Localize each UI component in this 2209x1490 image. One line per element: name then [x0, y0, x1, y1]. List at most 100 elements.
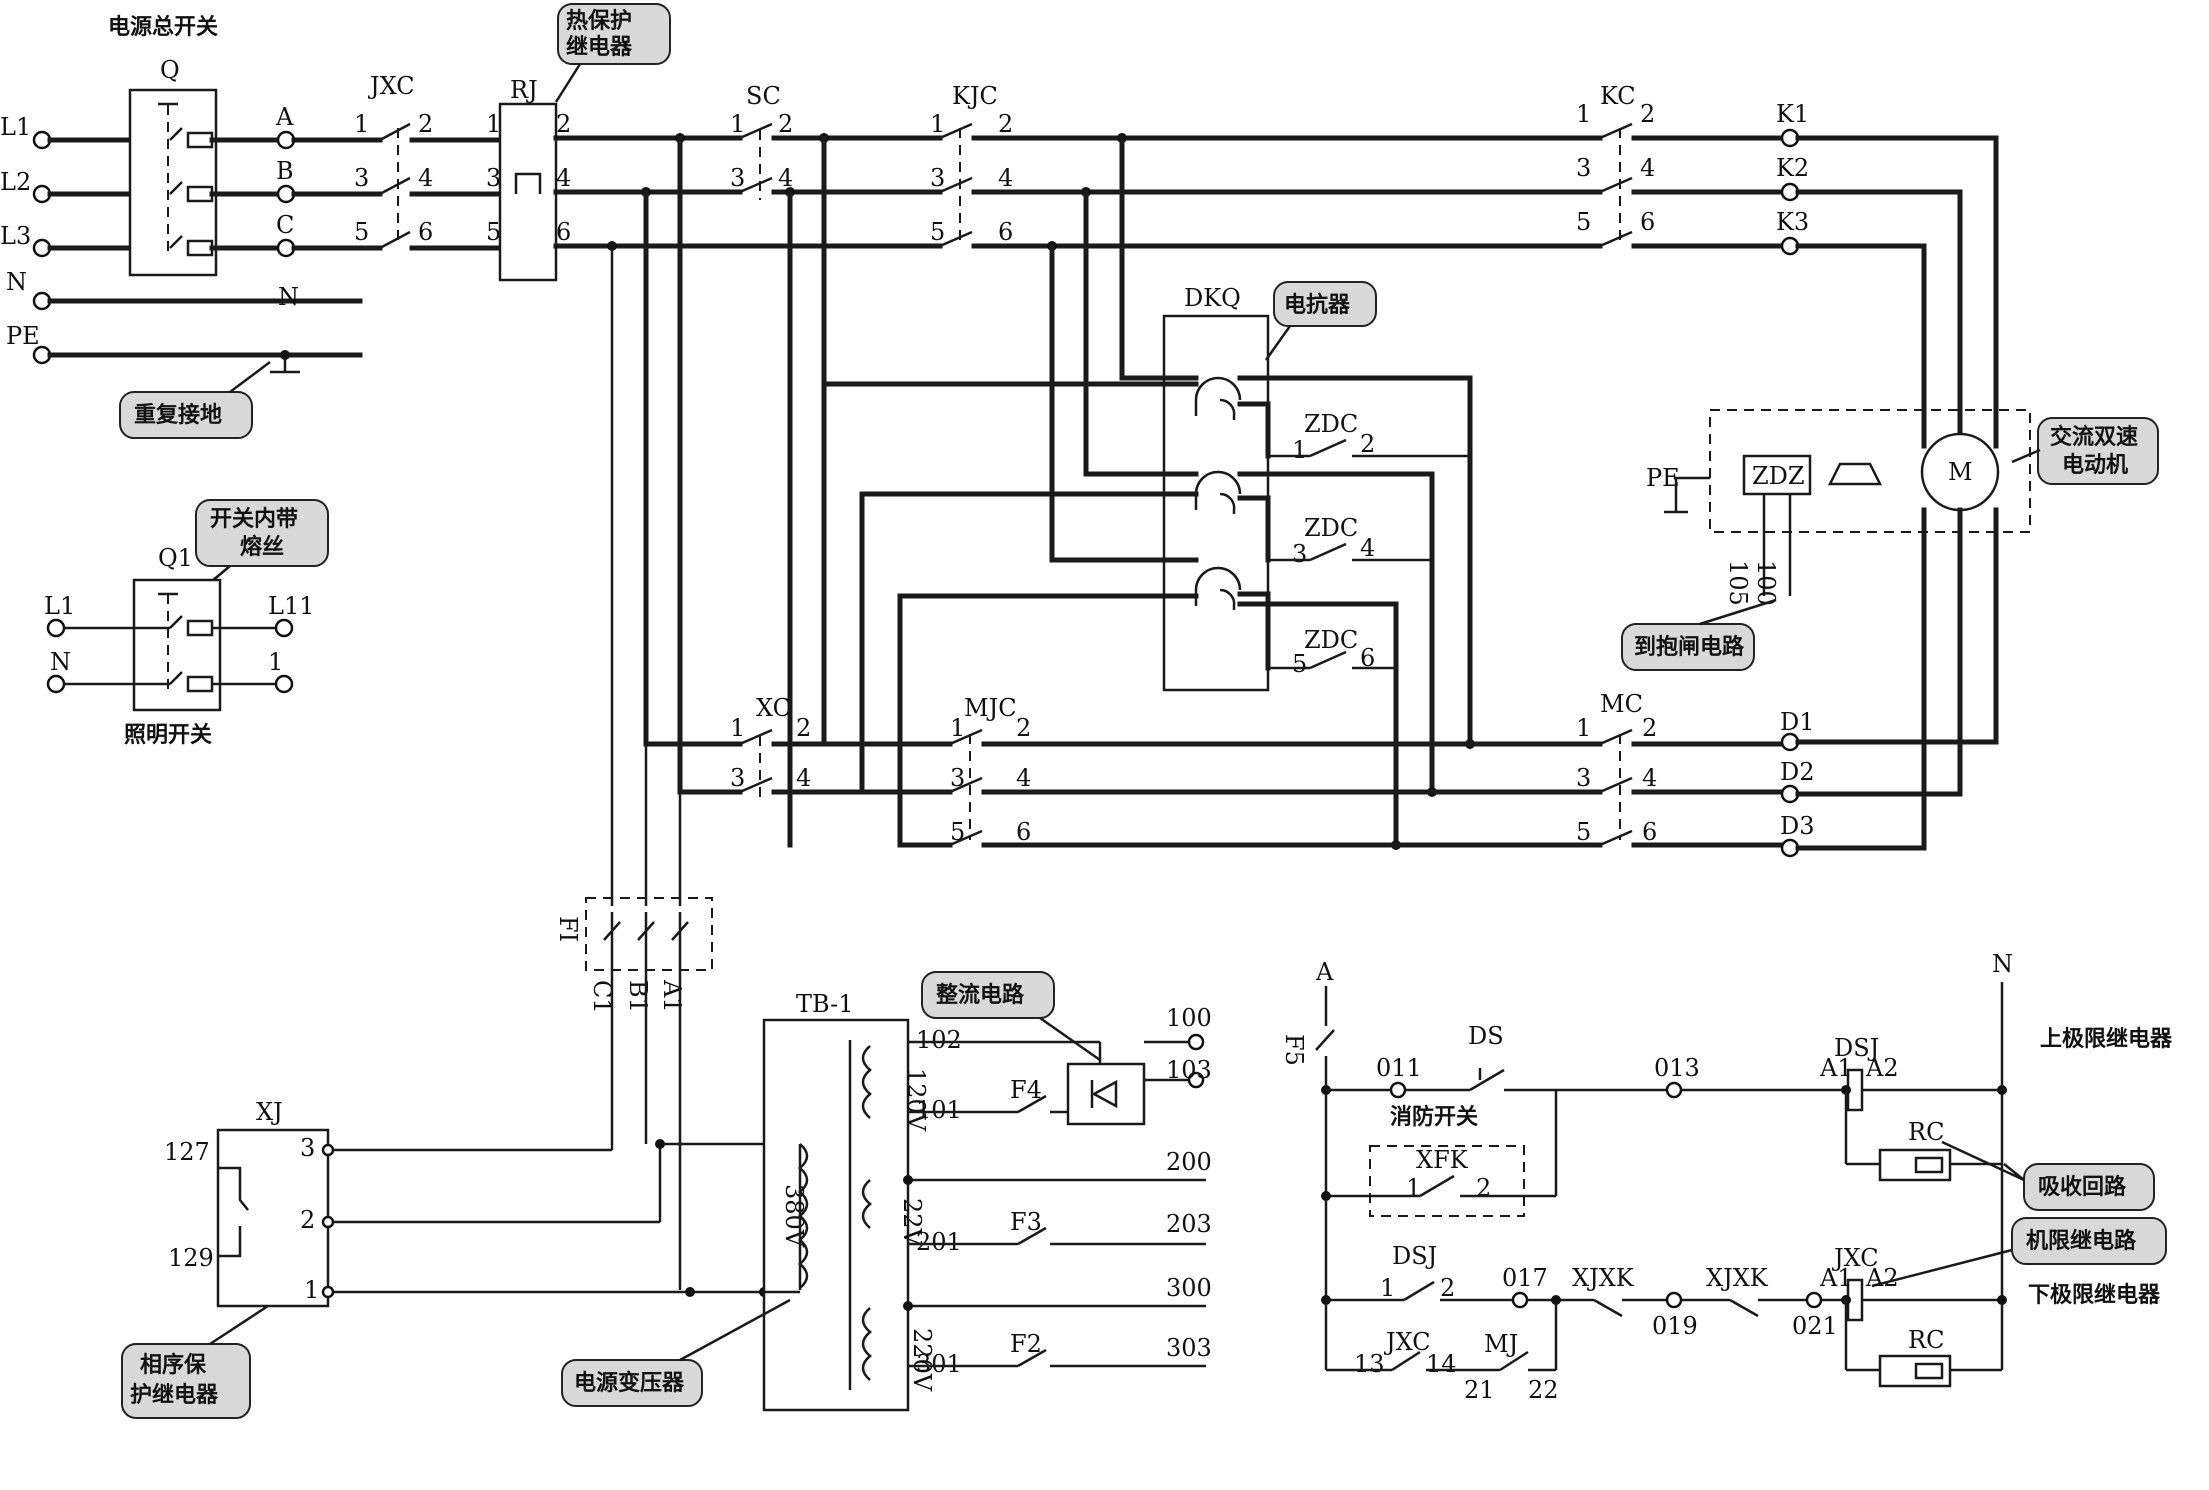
svg-text:L11: L11 [268, 592, 314, 620]
svg-text:D2: D2 [1780, 758, 1815, 786]
svg-text:3: 3 [930, 164, 945, 192]
svg-text:6: 6 [998, 218, 1013, 246]
svg-text:RC: RC [1908, 1118, 1944, 1146]
svg-text:22: 22 [1528, 1376, 1559, 1404]
label-zdc-2: ZDC [1304, 514, 1358, 542]
svg-text:2: 2 [1440, 1274, 1455, 1302]
label-mjc: MJC [964, 694, 1017, 722]
svg-text:A2: A2 [1865, 1264, 1899, 1292]
svg-text:5: 5 [930, 218, 945, 246]
label-kc: KC [1600, 82, 1636, 110]
label-dkq: DKQ [1184, 284, 1241, 312]
lighting-switch-label: 照明开关 [124, 723, 212, 748]
svg-text:2: 2 [556, 110, 571, 138]
svg-text:RC: RC [1908, 1326, 1944, 1354]
svg-text:A2: A2 [1865, 1054, 1899, 1082]
svg-text:4: 4 [1360, 534, 1375, 562]
callout-ac-motor: 交流双速 电动机 [2011, 417, 2159, 485]
callout-reactor: 电抗器 [1264, 281, 1377, 361]
reactor-dkq: DKQ [821, 284, 1271, 848]
label-l3: L3 [0, 222, 31, 250]
svg-text:3: 3 [950, 764, 965, 792]
svg-text:1: 1 [930, 110, 945, 138]
svg-text:A1: A1 [1819, 1054, 1853, 1082]
label-c: C [276, 211, 294, 239]
svg-text:机限继电路: 机限继电路 [2026, 1228, 2137, 1254]
svg-text:XJXK: XJXK [1572, 1264, 1635, 1292]
svg-text:5: 5 [486, 218, 501, 246]
svg-text:6: 6 [1640, 208, 1655, 236]
contactor-jxc: JXC 1 2 3 4 5 6 [291, 72, 503, 251]
label-pe: PE [6, 322, 40, 350]
svg-text:2: 2 [1476, 1174, 1491, 1202]
svg-text:消防开关: 消防开关 [1390, 1105, 1478, 1130]
svg-text:5: 5 [950, 818, 965, 846]
svg-text:F2: F2 [1010, 1330, 1042, 1358]
callout-rectifier: 整流电路 [921, 971, 1101, 1062]
svg-text:A1: A1 [658, 979, 686, 1013]
svg-text:6: 6 [1360, 644, 1375, 672]
svg-text:303: 303 [1166, 1334, 1212, 1362]
label-q: Q [160, 56, 180, 84]
svg-text:300: 300 [1166, 1274, 1212, 1302]
svg-text:200: 200 [1166, 1148, 1212, 1176]
svg-text:DS: DS [1468, 1022, 1504, 1050]
callout-absorb: 吸收回路 [1941, 1140, 2155, 1211]
svg-text:4: 4 [556, 164, 571, 192]
lower-contactors: XC 1 2 3 4 MJC 1 2 3 4 5 6 MC 1 2 3 4 5 … [643, 690, 1999, 858]
svg-text:JXC: JXC [1383, 1328, 1431, 1356]
svg-text:102: 102 [916, 1026, 962, 1054]
svg-text:护继电器: 护继电器 [130, 1382, 219, 1408]
svg-text:5: 5 [1292, 650, 1307, 678]
svg-text:127: 127 [164, 1138, 210, 1166]
svg-text:3: 3 [300, 1134, 315, 1162]
svg-text:1: 1 [354, 110, 369, 138]
vertical-feeds [610, 135, 1125, 906]
svg-text:L1: L1 [44, 592, 75, 620]
label-n-right: N [278, 283, 299, 311]
svg-text:2: 2 [1640, 100, 1655, 128]
svg-text:电源变压器: 电源变压器 [574, 1370, 685, 1396]
svg-text:103: 103 [1166, 1056, 1212, 1084]
svg-text:011: 011 [1376, 1054, 1422, 1082]
svg-text:2: 2 [998, 110, 1013, 138]
svg-text:K3: K3 [1776, 208, 1809, 236]
svg-text:F4: F4 [1010, 1076, 1042, 1104]
svg-text:4: 4 [1016, 764, 1031, 792]
svg-text:相序保: 相序保 [140, 1352, 207, 1378]
label-b: B [276, 157, 294, 185]
transformer-tb1: TB-1 380V 120V 22V 220V [762, 990, 936, 1412]
zdc-contacts: ZDC 1 2 ZDC 3 4 ZDC 5 6 [1237, 375, 1475, 850]
svg-text:120V: 120V [902, 1068, 930, 1132]
svg-text:2: 2 [1016, 714, 1031, 742]
svg-text:N: N [50, 648, 71, 676]
lighting-switch-q1: 开关内带 熔丝 Q1 L1 N L11 1 照明开关 [44, 499, 329, 748]
label-mc: MC [1600, 690, 1643, 718]
svg-text:D3: D3 [1780, 812, 1815, 840]
label-xc: XC [756, 694, 791, 722]
svg-text:4: 4 [998, 164, 1013, 192]
svg-text:1: 1 [1576, 714, 1591, 742]
svg-text:2: 2 [418, 110, 433, 138]
svg-text:101: 101 [916, 1096, 962, 1124]
svg-text:3: 3 [354, 164, 369, 192]
svg-text:3: 3 [1292, 540, 1307, 568]
svg-text:电动机: 电动机 [2062, 453, 2128, 478]
label-zdz: ZDZ [1752, 462, 1805, 490]
svg-text:3: 3 [486, 164, 501, 192]
svg-text:013: 013 [1654, 1054, 1700, 1082]
label-l2: L2 [0, 168, 31, 196]
svg-text:201: 201 [916, 1228, 962, 1256]
svg-text:A: A [1315, 958, 1334, 986]
svg-text:吸收回路: 吸收回路 [2038, 1174, 2127, 1200]
svg-text:热保护: 热保护 [566, 8, 632, 34]
svg-text:4: 4 [1642, 764, 1657, 792]
label-rj: RJ [510, 76, 538, 104]
svg-text:5: 5 [1576, 818, 1591, 846]
svg-text:1: 1 [1576, 100, 1591, 128]
svg-text:DSJ: DSJ [1834, 1034, 1879, 1062]
svg-text:到抱闸电路: 到抱闸电路 [1634, 634, 1745, 660]
callout-repeat-ground: 重复接地 [119, 361, 271, 439]
svg-text:3: 3 [1576, 764, 1591, 792]
control-circuit: A N F5 011 DS 013 A1 A2 DSJ 消防开关 RC XFK … [1280, 950, 2013, 1404]
